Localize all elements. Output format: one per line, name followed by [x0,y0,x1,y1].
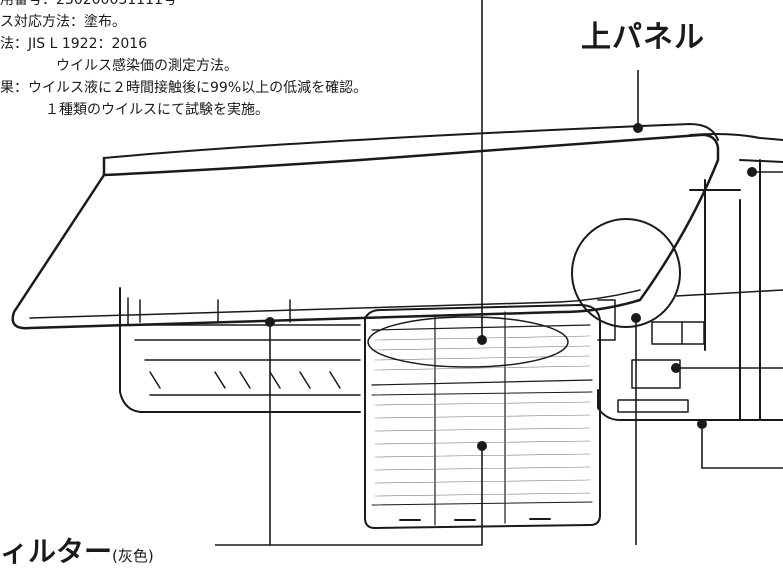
note-line-2: ス対応方法：塗布。 [0,14,126,30]
aircon-body [119,133,783,421]
dot-right-part [671,363,681,373]
dot-bottom-part [697,419,707,429]
right-side-parts [597,299,705,413]
leader-dots [265,123,757,451]
leader-lines [215,0,783,546]
note-line-1: 用番号：230200031111号 [0,0,177,8]
dot-upper-panel [633,123,643,133]
dot-magnifier [631,313,641,323]
note-line-6: １種類のウイルスにて試験を実施。 [45,102,269,118]
note-line-3: 法：JIS L 1922：2016 [0,36,148,52]
dot-filter-left [265,317,275,327]
note-line-5: 果：ウイルス液に２時間接触後に99%以上の低減を確認。 [0,80,368,96]
upper-panel-label: 上パネル [581,20,705,55]
dot-filter-bottom [477,441,487,451]
upper-panel [11,123,720,330]
coated-area-ellipse [367,316,569,368]
inner-chassis [127,297,361,396]
aircon-illustration [11,0,783,546]
dot-side-top [747,167,757,177]
note-line-4: ウイルス感染価の測定方法。 [56,58,238,74]
magnifier-circle [571,218,681,328]
dot-filter-coating [477,335,487,345]
